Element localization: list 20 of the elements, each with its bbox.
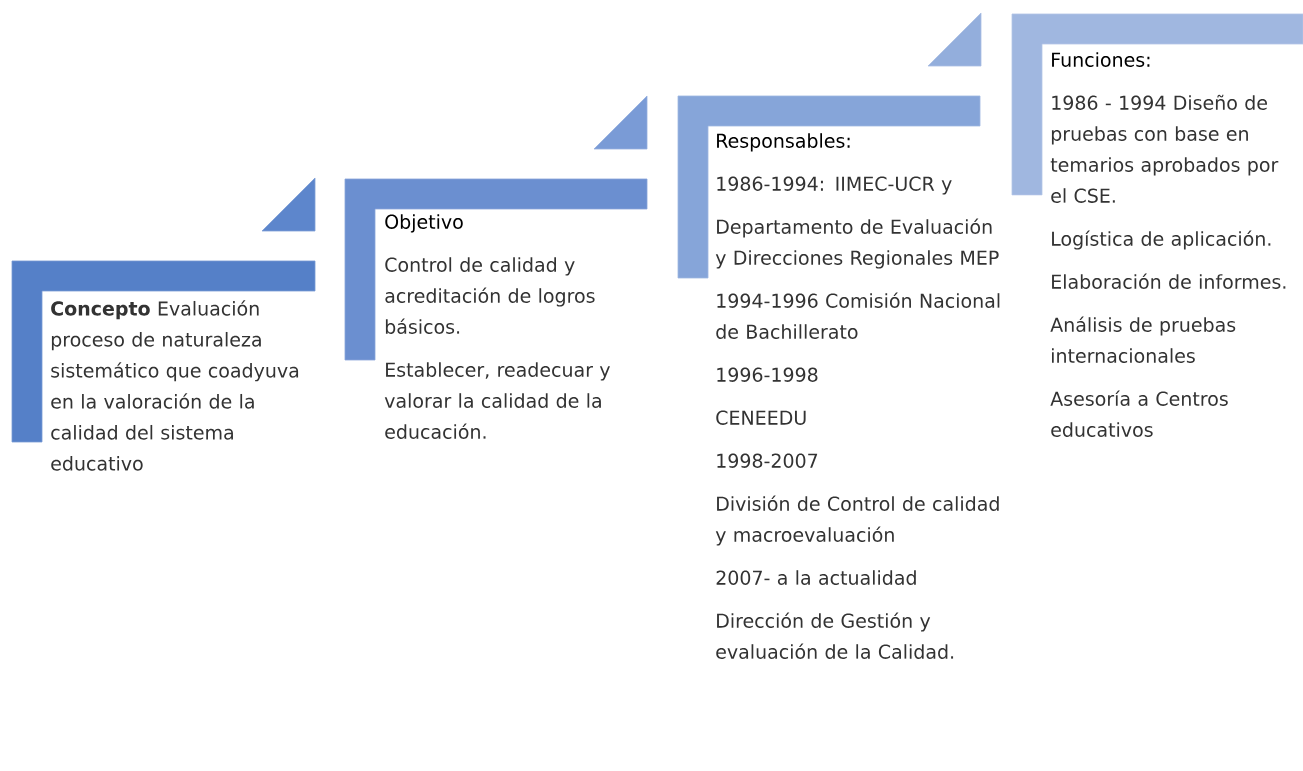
body-text: 1996-1998 xyxy=(717,367,818,382)
heading: Objetivo xyxy=(385,214,463,233)
body-text: 1986 - 1994 Diseño de pruebas con base en temarios aprobados por el CSE. xyxy=(1050,94,1279,203)
body-text: División de Control de calidad y macroevaluación xyxy=(715,495,999,546)
body-text: Control de calidad y acreditación de logros básicos. xyxy=(385,257,595,334)
body-text: 1986-1994: IIMEC-UCR y xyxy=(717,176,952,195)
body-text: Análisis de pruebas internacionales xyxy=(1050,316,1236,363)
body-text: Elaboración de informes. xyxy=(1052,273,1286,289)
body-text: Dirección de Gestión y evaluación de la Calidad. xyxy=(716,612,954,659)
heading: Responsables: xyxy=(717,133,850,152)
heading: Funciones: xyxy=(1052,52,1150,67)
body-text: CENEEDU xyxy=(716,410,806,425)
step-bracket xyxy=(11,260,316,443)
step-bracket xyxy=(344,178,648,361)
body-text: Logística de aplicación. xyxy=(1052,230,1271,250)
body-text: Asesoría a Centros educativos xyxy=(1050,390,1228,437)
body-text: Departamento de Evaluación y Direcciones Regionales MEP xyxy=(715,218,999,269)
body-text: 1998-2007 xyxy=(717,453,818,468)
body-text: Concepto Evaluación proceso de naturaleza sistemático que coadyuva en la valoración de la calidad del sistema educativo xyxy=(51,300,299,471)
body-text: 2007- a la actualidad xyxy=(716,570,916,585)
